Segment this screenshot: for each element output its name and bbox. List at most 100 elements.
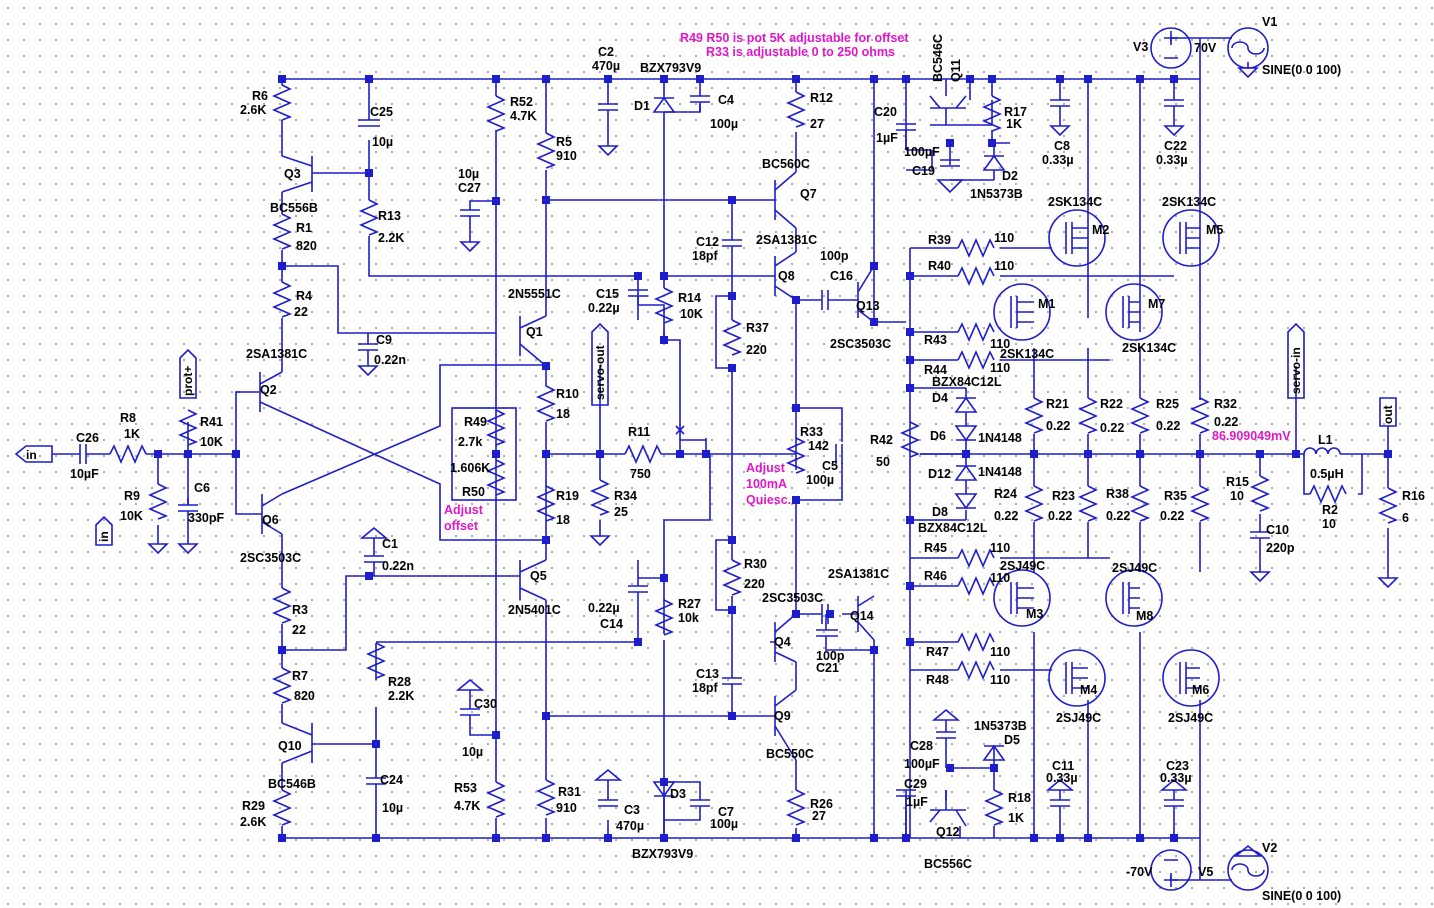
port-servo-in: servo-in xyxy=(1289,347,1303,394)
d4-name-label: D4 xyxy=(932,391,948,405)
m6-value-label: 2SJ49C xyxy=(1168,711,1213,725)
r11-name-label: R11 xyxy=(628,425,650,439)
c30-value-label: 10µ xyxy=(462,745,483,759)
c29-name-label: C29 xyxy=(904,777,927,791)
probe-voltage: 86.909049mV xyxy=(1212,429,1291,443)
r17-value-label: 1K xyxy=(1006,117,1022,131)
q5-name-label: Q5 xyxy=(530,569,547,583)
q13-value-label: 2SC3503C xyxy=(830,337,891,351)
r45-name-label: R45 xyxy=(924,541,947,555)
r40-value-label: 110 xyxy=(994,259,1014,273)
r35-name-label: R35 xyxy=(1164,489,1187,503)
r2-name-label: R2 xyxy=(1322,503,1338,517)
r53-value-label: 4.7K xyxy=(454,799,480,813)
c25-name-label: C25 xyxy=(370,105,393,119)
c8-value-label: 0.33µ xyxy=(1042,153,1074,167)
r30-value-label: 220 xyxy=(744,577,765,591)
c28-name-label: C28 xyxy=(910,739,933,753)
c13-value-label: 18pf xyxy=(692,681,719,695)
v1-value: SINE(0 0 100) xyxy=(1262,63,1341,77)
r50-name-label: R50 xyxy=(462,485,485,499)
note-pot: R49 R50 is pot 5K adjustable for offset xyxy=(680,31,909,45)
r26-value-label: 27 xyxy=(812,809,826,823)
r39-value-label: 110 xyxy=(994,231,1014,245)
r5-name-label: R5 xyxy=(556,135,572,149)
r10-value-label: 18 xyxy=(556,407,570,421)
d5-name-label: D5 xyxy=(1004,733,1020,747)
r47-value-label: 110 xyxy=(990,645,1010,659)
r24-value-label: 0.22 xyxy=(994,509,1018,523)
m2-value-label: 2SK134C xyxy=(1048,195,1102,209)
m8-value-label: 2SJ49C xyxy=(1112,561,1157,575)
c16-value-label: 100p xyxy=(820,249,849,263)
c22-name-label: C22 xyxy=(1164,139,1187,153)
r31-name-label: R31 xyxy=(558,785,581,799)
r38-name-label: R38 xyxy=(1106,487,1129,501)
r34-name-label: R34 xyxy=(614,489,637,503)
c9-name-label: C9 xyxy=(376,333,392,347)
r1-value-label: 820 xyxy=(296,239,317,253)
c19-value-label: 100µF xyxy=(904,145,940,159)
r53-name-label: R53 xyxy=(454,781,477,795)
r32-value-label: 0.22 xyxy=(1214,415,1238,429)
c25-value-label: 10µ xyxy=(372,135,393,149)
c24-value-label: 10µ xyxy=(382,801,403,815)
r27-name-label: R27 xyxy=(678,597,701,611)
r42-name-label: R42 xyxy=(870,433,893,447)
input-wiring xyxy=(52,79,640,838)
m4-value-label: 2SJ49C xyxy=(1056,711,1101,725)
r46-name-label: R46 xyxy=(924,569,947,583)
r52-name-label: R52 xyxy=(510,95,533,109)
r4-name-label: R4 xyxy=(296,289,312,303)
q13-name-label: Q13 xyxy=(856,299,880,313)
r49-name-label: R49 xyxy=(464,415,487,429)
r8-value-label: 1K xyxy=(124,427,140,441)
diode-symbols xyxy=(652,96,1006,838)
r8-name-label: R8 xyxy=(120,411,136,425)
note-adjust-offset-2: offset xyxy=(444,519,479,533)
r37-value-label: 220 xyxy=(746,343,767,357)
inductor-symbol xyxy=(1303,447,1341,455)
capacitor-symbols xyxy=(79,95,1270,838)
c26-name-label: C26 xyxy=(76,431,99,445)
m3-value-label: 2SJ49C xyxy=(1000,559,1045,573)
v5-name: V5 xyxy=(1198,865,1213,879)
port-out: out xyxy=(1381,405,1395,424)
r46-value-label: 110 xyxy=(990,571,1010,585)
note-r33: R33 is adjustable 0 to 250 ohms xyxy=(706,45,895,59)
m8-name-label: M8 xyxy=(1136,609,1153,623)
r17-name-label: R17 xyxy=(1004,105,1027,119)
c2-name-label: C2 xyxy=(598,45,614,59)
r47-name-label: R47 xyxy=(926,645,949,659)
r34-value-label: 25 xyxy=(614,505,628,519)
q3-name-label: Q3 xyxy=(284,167,301,181)
r29-name-label: R29 xyxy=(242,799,265,813)
c4-value-label: 100µ xyxy=(710,117,738,131)
c1-value-label: 0.22n xyxy=(382,559,414,573)
r12-value-label: 27 xyxy=(810,117,824,131)
m3-name-label: M3 xyxy=(1026,607,1043,621)
q12-value-label: BC556C xyxy=(924,857,972,871)
c13-name-label: C13 xyxy=(696,667,719,681)
q12-name-label: Q12 xyxy=(936,825,960,839)
q8-name-label: Q8 xyxy=(778,269,795,283)
d12-name-label: D12 xyxy=(928,467,951,481)
r10-name-label: R10 xyxy=(556,387,579,401)
m7-value-label: 2SK134C xyxy=(1122,341,1176,355)
r14-name-label: R14 xyxy=(678,291,701,305)
schematic-labels: R49 R50 is pot 5K adjustable for offset … xyxy=(26,15,1425,903)
d12-value-label: 1N4148 xyxy=(978,465,1022,479)
c15-name-label: C15 xyxy=(596,287,619,301)
q6-name-label: Q6 xyxy=(262,513,279,527)
port-in: in xyxy=(26,448,37,462)
v3-name: V3 xyxy=(1133,40,1148,54)
r29-value-label: 2.6K xyxy=(240,815,266,829)
r19-name-label: R19 xyxy=(556,489,579,503)
d1-value-label: BZX793V9 xyxy=(640,61,701,75)
c21-name-label: C21 xyxy=(816,661,839,675)
c1-name-label: C1 xyxy=(382,537,398,551)
q11-name-label: Q11 xyxy=(949,59,963,82)
r16-value-label: 6 xyxy=(1402,511,1409,525)
c8-name-label: C8 xyxy=(1054,139,1070,153)
